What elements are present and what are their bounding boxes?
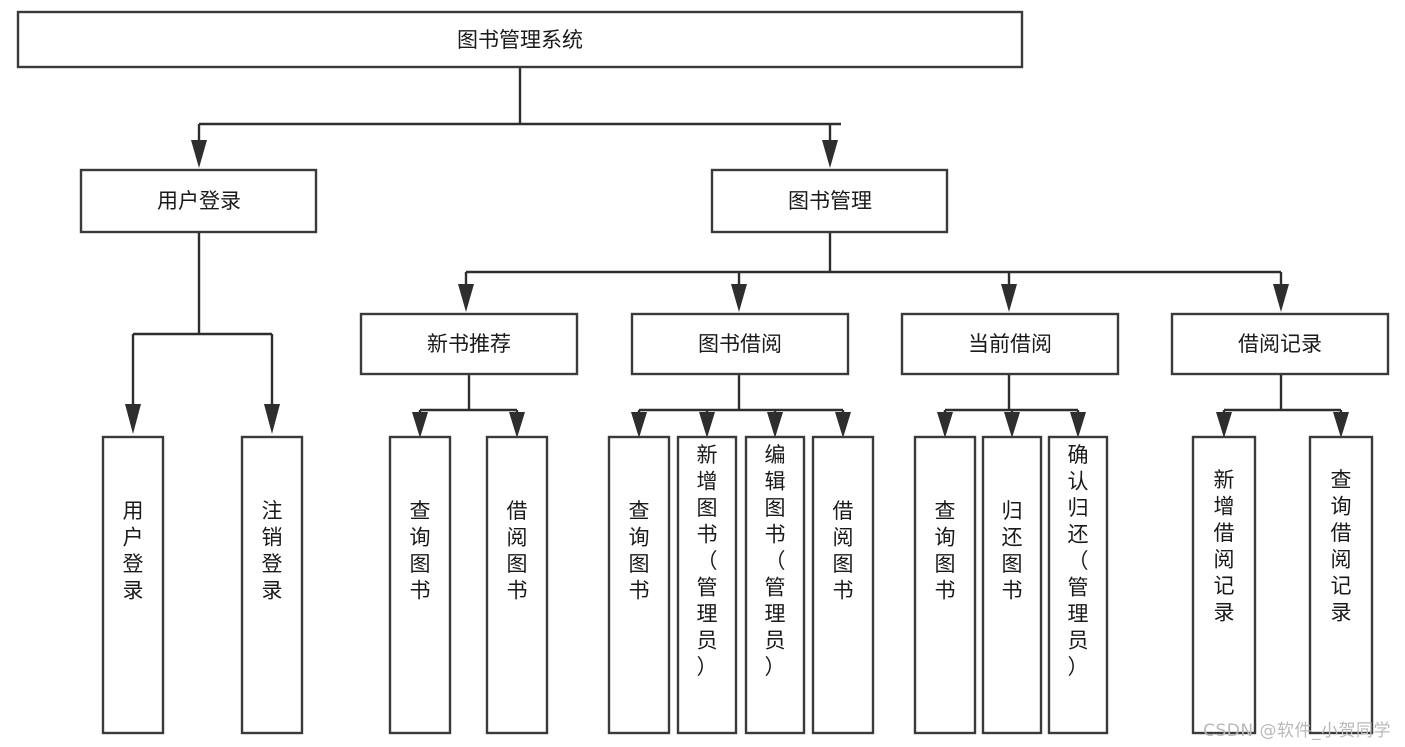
node-leaf-edit-book[interactable]: 编辑图书（管理员） [744,435,806,735]
node-borrow-record-box[interactable] [1170,312,1390,376]
node-book-manage-box[interactable] [710,168,949,234]
node-root[interactable]: 图书管理系统 [16,10,1024,69]
node-leaf-confirm-return[interactable]: 确认归还（管理员） [1047,435,1109,735]
node-leaf-query-borrow-record[interactable]: 查询借阅记录 [1308,435,1374,735]
node-leaf-add-borrow-record-box[interactable] [1191,435,1257,735]
arrowhead-leaf-query-book-3 [937,412,953,438]
node-borrow-record-label: 借阅记录 [1238,332,1322,356]
node-leaf-confirm-return-label: 确认归还（管理员） [1068,443,1089,679]
node-leaf-return-book-box[interactable] [981,435,1043,735]
node-leaf-add-book[interactable]: 新增图书（管理员） [676,435,738,735]
node-leaf-query-book-2-label: 查询图书 [629,499,650,603]
node-current-borrow-box[interactable] [900,312,1120,376]
arrowhead-leaf-query-book-1 [412,412,428,438]
node-root-box[interactable] [16,10,1024,69]
node-book-borrow[interactable]: 图书借阅 [630,312,850,376]
node-new-book-recommend-box[interactable] [359,312,579,376]
arrowhead-leaf-add-book [699,412,715,438]
node-leaf-add-borrow-record-label: 新增借阅记录 [1214,468,1235,625]
arrowhead-current-borrow [1001,284,1017,312]
arrowhead-book-borrow [731,284,747,312]
node-leaf-user-login-label: 用户登录 [123,499,144,603]
node-leaf-edit-book-label: 编辑图书（管理员） [765,443,786,679]
arrowhead-leaf-logout-login [264,404,280,434]
node-leaf-borrow-book-2-label: 借阅图书 [833,499,854,603]
node-root-label: 图书管理系统 [457,28,583,52]
node-user-login[interactable]: 用户登录 [79,168,318,234]
connectors-layer [125,67,1349,438]
node-book-borrow-label: 图书借阅 [698,332,782,356]
node-leaf-user-login[interactable]: 用户登录 [101,435,165,735]
arrowhead-book-manage [822,140,838,168]
arrowhead-new-book-recommend [458,284,474,312]
node-leaf-query-book-2[interactable]: 查询图书 [607,435,671,735]
node-leaf-user-login-box[interactable] [101,435,165,735]
arrowhead-borrow-record [1273,284,1289,312]
node-leaf-add-borrow-record[interactable]: 新增借阅记录 [1191,435,1257,735]
node-leaf-borrow-book-2-box[interactable] [811,435,875,735]
arrowhead-leaf-add-borrow-record [1216,412,1232,438]
node-leaf-query-borrow-record-label: 查询借阅记录 [1331,468,1352,625]
node-borrow-record[interactable]: 借阅记录 [1170,312,1390,376]
node-current-borrow-label: 当前借阅 [968,332,1052,356]
node-leaf-query-book-3[interactable]: 查询图书 [913,435,977,735]
node-leaf-add-book-label: 新增图书（管理员） [697,443,718,679]
node-leaf-borrow-book-1[interactable]: 借阅图书 [485,435,549,735]
node-book-manage-label: 图书管理 [788,189,872,213]
node-leaf-return-book[interactable]: 归还图书 [981,435,1043,735]
node-user-login-label: 用户登录 [157,189,241,213]
node-leaf-query-book-1-box[interactable] [388,435,452,735]
arrowhead-leaf-borrow-book-1 [509,412,525,438]
arrowhead-leaf-edit-book [767,412,783,438]
node-leaf-query-borrow-record-box[interactable] [1308,435,1374,735]
node-new-book-recommend-label: 新书推荐 [427,332,511,356]
arrowhead-leaf-borrow-book-2 [835,412,851,438]
node-leaf-borrow-book-1-label: 借阅图书 [507,499,528,603]
node-leaf-query-book-3-label: 查询图书 [935,499,956,603]
arrowhead-leaf-query-borrow-record [1333,412,1349,438]
arrowhead-leaf-return-book [1004,412,1020,438]
node-leaf-query-book-1-label: 查询图书 [410,499,431,603]
node-new-book-recommend[interactable]: 新书推荐 [359,312,579,376]
node-user-login-box[interactable] [79,168,318,234]
node-leaf-confirm-return-box[interactable] [1047,435,1109,735]
node-leaf-logout-login[interactable]: 注销登录 [240,435,304,735]
arrowhead-leaf-confirm-return [1070,412,1086,438]
node-leaf-logout-login-box[interactable] [240,435,304,735]
node-leaf-borrow-book-1-box[interactable] [485,435,549,735]
node-leaf-add-book-box[interactable] [676,435,738,735]
node-book-borrow-box[interactable] [630,312,850,376]
node-leaf-query-book-3-box[interactable] [913,435,977,735]
arrowhead-leaf-query-book-2 [631,412,647,438]
node-current-borrow[interactable]: 当前借阅 [900,312,1120,376]
node-leaf-borrow-book-2[interactable]: 借阅图书 [811,435,875,735]
csdn-watermark: CSDN @软件_小贺同学 [1203,721,1391,741]
arrowhead-leaf-user-login [125,404,141,434]
node-leaf-return-book-label: 归还图书 [1002,499,1023,603]
node-leaf-query-book-2-box[interactable] [607,435,671,735]
node-leaf-edit-book-box[interactable] [744,435,806,735]
node-leaf-logout-login-label: 注销登录 [262,499,283,603]
node-leaf-query-book-1[interactable]: 查询图书 [388,435,452,735]
arrowhead-user-login [191,140,207,168]
node-book-manage[interactable]: 图书管理 [710,168,949,234]
